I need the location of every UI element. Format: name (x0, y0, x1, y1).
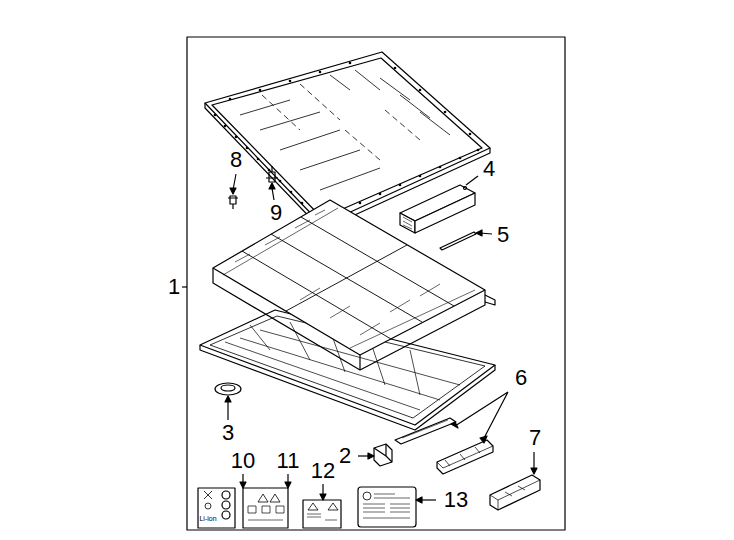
fastener (266, 166, 278, 200)
leader-line (466, 176, 478, 185)
callout-number: 3 (222, 422, 234, 444)
warning-label (243, 474, 291, 528)
bracket (490, 452, 540, 510)
fastener (228, 174, 238, 209)
seal-strip (440, 232, 476, 250)
callout-number: 12 (311, 460, 335, 482)
group-frame (187, 37, 565, 530)
battery-frame (213, 200, 495, 370)
arrow-head (476, 230, 482, 236)
warning-label (303, 484, 341, 528)
label-text: Li-ion (199, 515, 216, 522)
callout-number: 2 (339, 445, 351, 467)
callout-number: 1 (168, 276, 180, 298)
leader-line (182, 286, 187, 287)
callout-number: 8 (230, 149, 242, 171)
callout-number: 5 (497, 224, 509, 246)
rail (395, 392, 508, 474)
callout-number: 7 (529, 427, 541, 449)
warning-label (198, 474, 246, 528)
battery-module (400, 185, 475, 233)
callout-number: 6 (515, 367, 527, 389)
callout-number: 13 (444, 489, 468, 511)
callout-number: 4 (483, 158, 495, 180)
callout-number: 9 (270, 202, 282, 224)
top-cover (205, 52, 490, 230)
callout-number: 10 (231, 450, 255, 472)
id-label (358, 487, 436, 527)
clip (358, 444, 392, 466)
callout-number: 11 (277, 450, 300, 472)
grommet (215, 383, 241, 420)
